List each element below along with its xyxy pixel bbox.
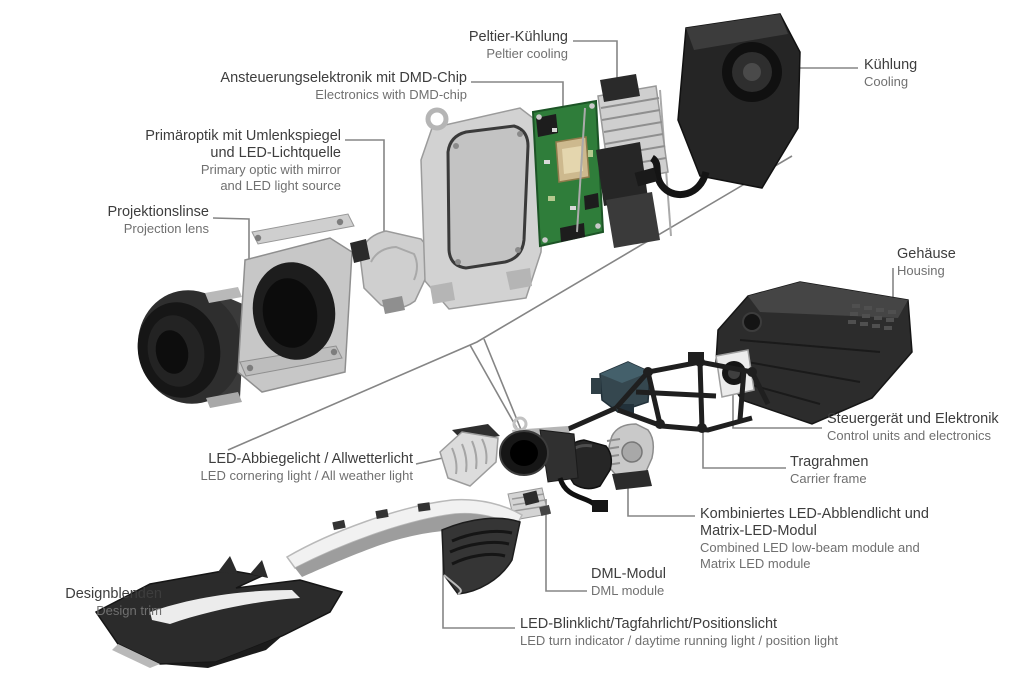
part-control-unit [591, 361, 651, 413]
part-projection-lens [137, 287, 245, 408]
leader-primary-optic [345, 139, 385, 243]
group-connector-line [227, 155, 793, 451]
group-connector-stem-right [483, 338, 525, 438]
part-carrier-frame [564, 352, 771, 433]
part-lens-mount [237, 213, 355, 393]
part-trim-right [441, 490, 552, 595]
leader-carrier-frame [702, 422, 786, 469]
part-dmd-pcb [531, 99, 605, 248]
part-module-bracket [420, 107, 547, 310]
part-housing [715, 281, 913, 425]
part-peltier-assembly [576, 74, 672, 248]
leader-projection-lens [212, 217, 250, 262]
leader-control-units [732, 392, 822, 429]
part-design-trim [94, 556, 344, 668]
part-primary-optic [350, 230, 431, 314]
leader-dml-module [545, 499, 587, 592]
part-cornering-module [439, 424, 500, 487]
part-matrix-module [605, 423, 655, 490]
part-cooling-fan [634, 13, 801, 199]
